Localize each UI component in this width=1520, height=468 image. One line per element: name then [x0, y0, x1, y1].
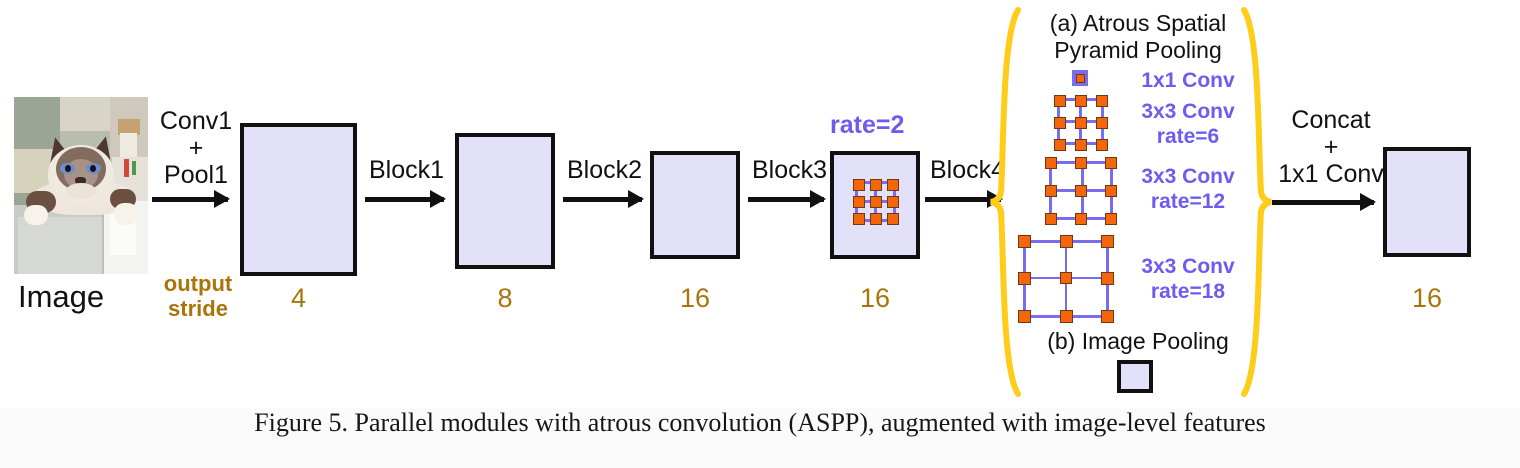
aspp-branch-label-rate12: 3x3 Conv rate=12 — [1133, 165, 1243, 215]
feature-block-stage1 — [240, 123, 357, 276]
output-stride-value-stage4: 16 — [859, 283, 891, 313]
arrow-label-block4: Block4 — [930, 156, 1006, 184]
aspp-branch-2-line2: rate=6 — [1156, 124, 1220, 148]
arrow-concat-1x1conv — [1272, 193, 1376, 211]
arrow-label-concat-1x1conv: Concat + 1x1 Conv — [1269, 107, 1393, 188]
input-image-thumbnail — [14, 97, 148, 274]
feature-block-stage3 — [650, 151, 740, 259]
aspp-branch-2-line1: 3x3 Conv — [1141, 100, 1235, 123]
atrous-kernel-rate18 — [1018, 235, 1114, 325]
output-stride-label: output stride — [160, 271, 236, 321]
figure-caption: Figure 5. Parallel modules with atrous c… — [254, 408, 1266, 437]
arrow-block1 — [365, 190, 446, 208]
feature-block-stage4 — [830, 151, 920, 259]
aspp-branch-4-line1: 3x3 Conv — [1141, 255, 1235, 278]
arrow-label-line2: + — [188, 134, 204, 162]
aspp-branch-label-rate6: 3x3 Conv rate=6 — [1133, 100, 1243, 150]
input-image-label: Image — [18, 279, 105, 314]
aspp-branch-label-rate18: 3x3 Conv rate=18 — [1133, 255, 1243, 305]
arrow-block2 — [563, 190, 644, 208]
arrow-label-line3: Pool1 — [164, 161, 228, 189]
arrow-label-block2: Block2 — [567, 156, 643, 184]
atrous-kernel-rate2 — [853, 179, 899, 225]
head-label-line3: 1x1 Conv — [1278, 160, 1384, 188]
atrous-kernel-1x1 — [1072, 70, 1088, 86]
aspp-branch-1-line1: 1x1 Conv — [1141, 69, 1235, 92]
head-label-line1: Concat — [1291, 106, 1371, 134]
head-label-line2: + — [1323, 133, 1339, 161]
image-pooling-title: (b) Image Pooling — [1047, 328, 1229, 354]
output-stride-value-output: 16 — [1411, 283, 1443, 313]
aspp-title: (a) Atrous Spatial Pyramid Pooling — [1018, 10, 1258, 64]
arrow-label-conv1-pool1: Conv1 + Pool1 — [157, 108, 235, 189]
aspp-title-line1: (a) Atrous Spatial — [1049, 10, 1227, 36]
aspp-branch-3-line1: 3x3 Conv — [1141, 165, 1235, 188]
aspp-right-brace — [1241, 7, 1272, 397]
aspp-title-line2: Pyramid Pooling — [1054, 37, 1222, 63]
feature-block-stage2 — [455, 133, 555, 269]
output-stride-value-stage3: 16 — [679, 283, 711, 313]
arrow-label-line1: Conv1 — [159, 107, 233, 135]
atrous-kernel-rate6 — [1054, 95, 1108, 151]
output-stride-value-stage2: 8 — [497, 283, 513, 313]
arrow-label-block1: Block1 — [369, 156, 445, 184]
atrous-kernel-rate12 — [1045, 157, 1117, 225]
figure-canvas: Image Conv1 + Pool1 output stride 4 Bloc… — [14, 7, 1471, 397]
rate2-label: rate=2 — [830, 111, 905, 139]
image-pooling-block — [1117, 360, 1153, 393]
aspp-branch-3-line2: rate=12 — [1150, 189, 1226, 213]
output-stride-line2: stride — [168, 295, 228, 321]
arrow-conv1-pool1 — [152, 190, 230, 208]
output-stride-value-stage1: 4 — [290, 283, 307, 313]
aspp-left-brace — [990, 7, 1021, 397]
arrow-label-block3: Block3 — [752, 156, 828, 184]
feature-block-output — [1383, 147, 1471, 257]
aspp-branch-4-line2: rate=18 — [1150, 279, 1226, 303]
output-stride-line1: output — [163, 271, 233, 296]
aspp-branch-label-1x1: 1x1 Conv — [1133, 69, 1243, 93]
arrow-block3 — [748, 190, 826, 208]
